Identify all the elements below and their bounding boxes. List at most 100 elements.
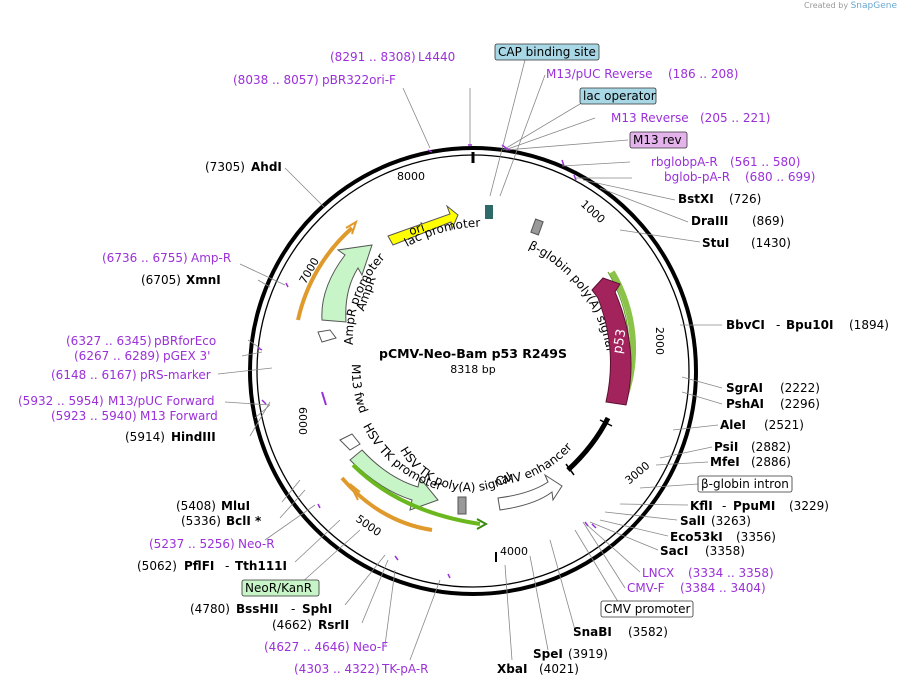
svg-text:SgrAI: SgrAI [726,381,763,395]
svg-text:SnaBI: SnaBI [573,625,612,639]
hsv-tk-polyA-mark [457,496,467,515]
svg-text:MluI: MluI [221,499,250,513]
svg-text:(4627 .. 4646): (4627 .. 4646) [264,640,350,654]
primer-ticks [257,144,597,579]
svg-text:(3919): (3919) [568,647,608,661]
svg-text:(186 .. 208): (186 .. 208) [668,67,738,81]
tick-1000: 1000 [578,198,608,226]
lac-operator-mark [485,205,493,219]
feature-HSV-TK-promoter [339,433,489,532]
svg-text:bglob-pA-R: bglob-pA-R [664,170,730,184]
svg-text:pGEX 3': pGEX 3' [163,349,210,363]
svg-text:SalI: SalI [680,514,705,528]
svg-text:MfeI: MfeI [710,455,740,469]
svg-text:(7305): (7305) [205,160,245,174]
tick-4000: 4000 [500,545,528,558]
svg-text:M13/pUC Forward: M13/pUC Forward [108,394,215,408]
svg-text:RsrII: RsrII [318,618,349,632]
m13-fwd-mark [321,391,327,406]
svg-text:(205 .. 221): (205 .. 221) [700,111,770,125]
svg-text:SpeI: SpeI [533,647,563,661]
leader-lines [217,59,723,661]
svg-text:(3582): (3582) [628,625,668,639]
svg-text:(8291 .. 8308): (8291 .. 8308) [330,50,416,64]
svg-text:(6705): (6705) [141,273,181,287]
svg-text:SacI: SacI [660,544,688,558]
svg-text:(4662): (4662) [272,618,312,632]
svg-text:NeoR/KanR: NeoR/KanR [245,581,312,595]
svg-text:Neo-F: Neo-F [353,640,388,654]
snapgene-watermark: Created by SnapGene [804,1,897,11]
snapgene-logo: SnapGene [850,1,897,11]
plasmid-name: pCMV-Neo-Bam p53 R249S [379,346,567,361]
svg-text:lac operator: lac operator [583,89,656,103]
plasmid-size: 8318 bp [450,363,495,376]
feature-CMV-enhancer [497,416,613,511]
svg-text:AhdI: AhdI [251,160,282,174]
svg-text:-: - [291,602,295,616]
svg-text:PshAI: PshAI [726,397,764,411]
tick-2000: 2000 [653,327,666,355]
svg-text:(3334 .. 3358): (3334 .. 3358) [688,566,774,580]
svg-text:(2296): (2296) [780,397,820,411]
svg-text:pRS-marker: pRS-marker [140,368,211,382]
tick-8000: 8000 [397,170,425,183]
svg-text:CAP binding site: CAP binding site [498,45,596,59]
svg-text:AleI: AleI [720,418,746,432]
svg-text:BstXI: BstXI [678,192,714,206]
svg-text:XbaI: XbaI [497,662,527,676]
svg-text:(6267 .. 6289): (6267 .. 6289) [74,349,160,363]
svg-text:(3358): (3358) [705,544,745,558]
svg-text:PsiI: PsiI [714,440,738,454]
svg-text:(5914): (5914) [125,430,165,444]
svg-text:BclI *: BclI * [226,514,262,528]
svg-text:(726): (726) [729,192,761,206]
svg-text:CMV-F: CMV-F [627,581,665,595]
svg-text:(4021): (4021) [539,662,579,676]
svg-text:(2521): (2521) [764,418,804,432]
svg-text:StuI: StuI [702,236,729,250]
svg-text:Eco53kI: Eco53kI [670,530,723,544]
svg-text:(5932 .. 5954): (5932 .. 5954) [18,394,104,408]
svg-text:XmnI: XmnI [186,273,221,287]
svg-text:-: - [722,499,726,513]
svg-text:pBRforEco: pBRforEco [154,334,216,348]
svg-text:p53: p53 [610,328,629,355]
svg-text:(3263): (3263) [711,514,751,528]
labels-right: (8291 .. 8308) L4440 (8038 .. 8057) pBR3… [233,50,889,676]
svg-text:(869): (869) [752,214,784,228]
tick-5000: 5000 [353,512,383,539]
svg-text:M13 Reverse: M13 Reverse [611,111,689,125]
ampr-promoter-arrow [317,329,337,343]
svg-text:(1894): (1894) [849,318,889,332]
svg-text:Bpu10I: Bpu10I [786,318,833,332]
svg-text:M13 rev: M13 rev [633,133,682,147]
tick-3000: 3000 [623,459,653,487]
svg-text:(561 .. 580): (561 .. 580) [730,155,800,169]
svg-text:M13/pUC Reverse: M13/pUC Reverse [546,67,653,81]
label-CMV-enhancer: CMV enhancer [495,440,575,488]
svg-text:(680 .. 699): (680 .. 699) [745,170,815,184]
svg-text:pBR322ori-F: pBR322ori-F [322,73,396,87]
svg-text:PflFI: PflFI [184,559,214,573]
svg-text:-: - [225,559,229,573]
svg-text:ori: ori [407,220,426,238]
svg-text:β-globin intron: β-globin intron [701,477,789,491]
labels-left: (4303 .. 4322) TK-pA-R (4627 .. 4646) Ne… [18,160,429,676]
svg-text:PpuMI: PpuMI [733,499,775,513]
svg-text:HindIII: HindIII [171,430,216,444]
svg-text:DraIII: DraIII [691,214,728,228]
svg-text:TK-pA-R: TK-pA-R [381,662,429,676]
feature-p53: p53 [591,270,636,406]
svg-text:(8038 .. 8057): (8038 .. 8057) [233,73,319,87]
svg-text:Amp-R: Amp-R [191,251,231,265]
svg-text:(6327 .. 6345): (6327 .. 6345) [66,334,152,348]
svg-text:SphI: SphI [302,602,332,616]
svg-text:Tth111I: Tth111I [235,559,287,573]
svg-text:(5237 .. 5256): (5237 .. 5256) [149,537,235,551]
svg-text:(5062): (5062) [137,559,177,573]
svg-text:CMV promoter: CMV promoter [604,602,691,616]
feature-ori: ori [387,204,459,246]
svg-text:(1430): (1430) [751,236,791,250]
